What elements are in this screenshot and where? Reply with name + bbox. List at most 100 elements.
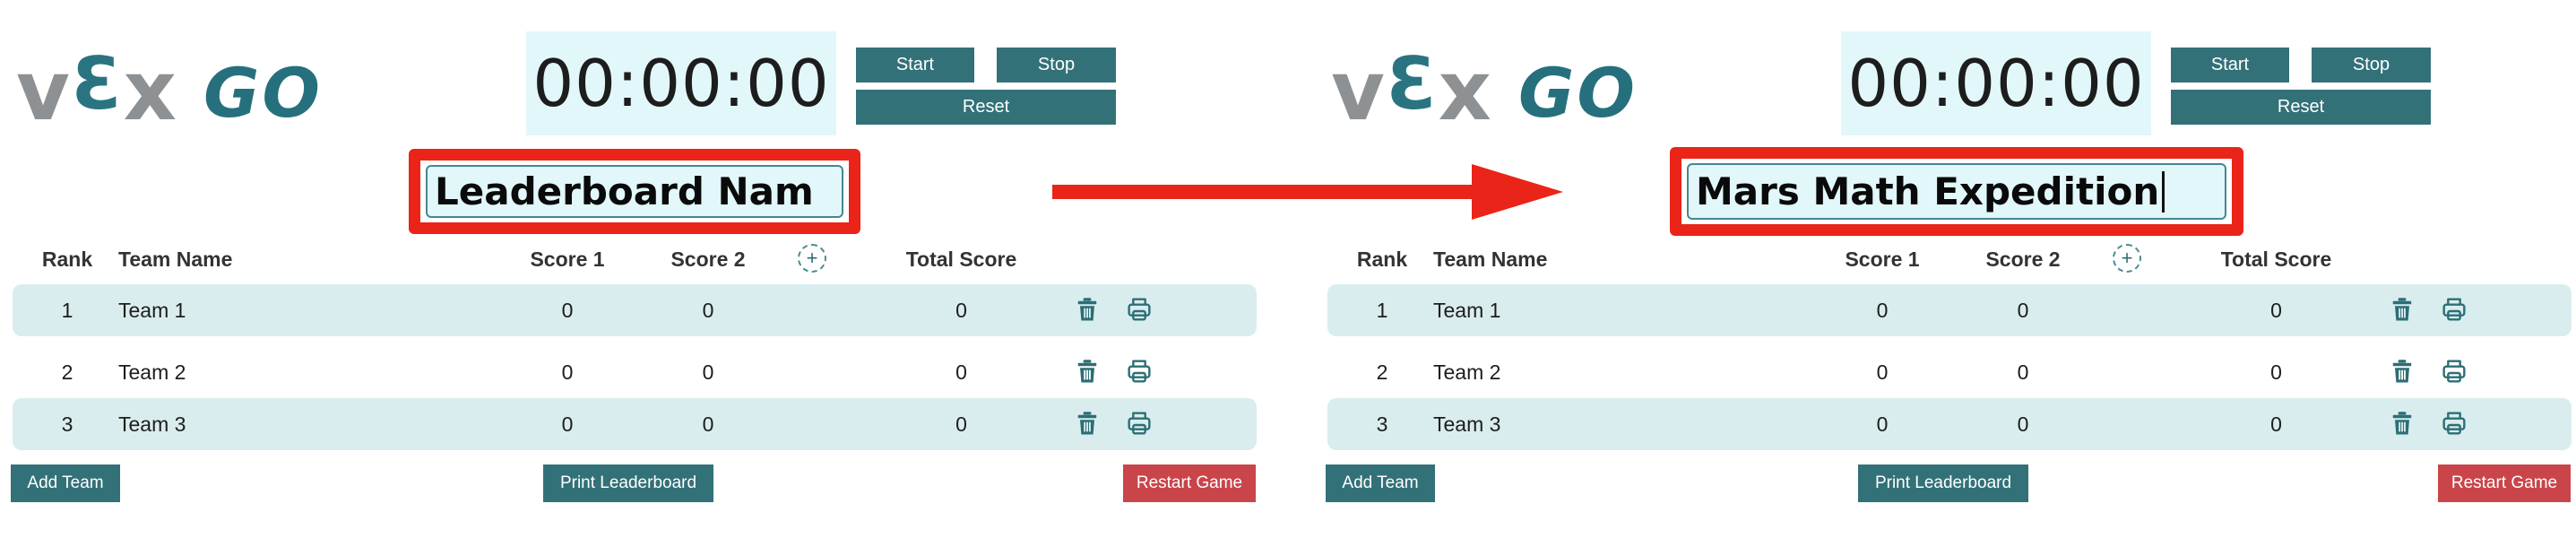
printer-icon [1125,360,1154,388]
header-score1: Score 1 [530,247,605,271]
header-rank: Rank [1356,247,1408,271]
print-team-button[interactable] [2439,409,2469,439]
printer-icon [1125,412,1154,440]
delete-team-button[interactable] [2387,409,2417,439]
print-team-button[interactable] [1124,409,1154,439]
score1-cell: 0 [1876,299,1889,322]
reset-button[interactable]: Reset [856,90,1116,125]
table-row: 2 Team 2 0 0 0 [1327,346,2572,398]
logo-go: GO [1518,53,1638,133]
delete-team-button[interactable] [1072,409,1102,439]
print-team-button[interactable] [1124,295,1154,326]
team-name-cell: Team 2 [118,360,186,384]
header-total-score: Total Score [2220,247,2332,271]
logo-letter-x: x [1438,43,1491,139]
add-score-column-icon[interactable]: + [2113,244,2141,273]
total-score-cell: 0 [2270,360,2282,384]
total-score-cell: 0 [955,412,967,436]
timer-display: 00:00:00 [1841,31,2151,135]
leaderboard-name-input[interactable]: Mars Math Expedition [1687,163,2226,220]
vex-go-logo: v Ɛ x GO [16,25,323,133]
stop-button[interactable]: Stop [2312,48,2431,82]
print-team-button[interactable] [2439,295,2469,326]
score2-cell: 0 [2017,360,2029,384]
leaderboard-app-before: v Ɛ x GO 00:00:00 Start Stop Reset Leade… [11,25,1257,502]
printer-icon [2440,360,2468,388]
logo-letter-x: x [123,43,177,139]
delete-team-button[interactable] [2387,295,2417,326]
annotation-box: Leaderboard Nam [409,149,860,234]
score1-cell: 0 [561,299,574,322]
total-score-cell: 0 [2270,412,2282,436]
trash-icon [1074,359,1101,387]
add-team-button[interactable]: Add Team [1326,465,1435,502]
rank-cell: 1 [61,299,73,322]
print-leaderboard-button[interactable]: Print Leaderboard [543,465,713,502]
header-score2: Score 2 [670,247,746,271]
total-score-cell: 0 [955,299,967,322]
delete-team-button[interactable] [2387,357,2417,387]
print-leaderboard-button[interactable]: Print Leaderboard [1858,465,2028,502]
leaderboard-app-after: v Ɛ x GO 00:00:00 Start Stop Reset Mars … [1288,0,2576,547]
start-button[interactable]: Start [2171,48,2289,82]
score2-cell: 0 [702,299,714,322]
restart-game-button[interactable]: Restart Game [1123,465,1256,502]
header-total-score: Total Score [905,247,1017,271]
stop-button[interactable]: Stop [997,48,1116,82]
print-team-button[interactable] [1124,357,1154,387]
vex-go-logo: v Ɛ x GO [1331,25,1638,133]
score2-cell: 0 [702,360,714,384]
total-score-cell: 0 [955,360,967,384]
start-button[interactable]: Start [856,48,974,82]
timer-value: 00:00:00 [532,46,830,121]
trash-icon [1074,297,1101,326]
header-rank: Rank [41,247,93,271]
printer-icon [2440,298,2468,326]
table-row: 2 Team 2 0 0 0 [13,346,1257,398]
delete-team-button[interactable] [1072,357,1102,387]
logo-letter-v: v [1331,43,1385,139]
add-team-button[interactable]: Add Team [11,465,120,502]
trash-icon [2389,359,2416,387]
timer-display: 00:00:00 [526,31,836,135]
header-team-name: Team Name [1433,247,1548,271]
team-name-cell: Team 3 [1433,412,1501,436]
table-row: 1 Team 1 0 0 0 [13,284,1257,336]
table-row: 3 Team 3 0 0 0 [13,398,1257,450]
team-name-cell: Team 1 [1433,299,1501,322]
logo-letter-v: v [16,43,70,139]
team-name-cell: Team 2 [1433,360,1501,384]
logo-go: GO [203,53,323,133]
score2-cell: 0 [2017,412,2029,436]
table-row: 1 Team 1 0 0 0 [1327,284,2572,336]
reset-button[interactable]: Reset [2171,90,2431,125]
trash-icon [1074,411,1101,439]
score1-cell: 0 [1876,412,1889,436]
timer-value: 00:00:00 [1847,46,2145,121]
rank-cell: 3 [61,412,73,436]
delete-team-button[interactable] [1072,295,1102,326]
leaderboard-name-value: Leaderboard Nam [435,169,814,213]
score1-cell: 0 [561,412,574,436]
trash-icon [2389,297,2416,326]
table-row: 3 Team 3 0 0 0 [1327,398,2572,450]
header-score1: Score 1 [1845,247,1920,271]
team-name-cell: Team 3 [118,412,186,436]
logo-letter-e: Ɛ [71,42,122,126]
rank-cell: 2 [1376,360,1388,384]
leaderboard-name-input[interactable]: Leaderboard Nam [426,165,843,218]
print-team-button[interactable] [2439,357,2469,387]
team-name-cell: Team 1 [118,299,186,322]
text-caret [2162,170,2165,213]
total-score-cell: 0 [2270,299,2282,322]
table-header: Rank Team Name Score 1 Score 2 + Total S… [1315,244,2576,273]
rank-cell: 3 [1376,412,1388,436]
printer-icon [2440,412,2468,440]
score1-cell: 0 [561,360,574,384]
trash-icon [2389,411,2416,439]
score2-cell: 0 [702,412,714,436]
restart-game-button[interactable]: Restart Game [2438,465,2571,502]
logo-letter-e: Ɛ [1386,42,1437,126]
add-score-column-icon[interactable]: + [798,244,826,273]
